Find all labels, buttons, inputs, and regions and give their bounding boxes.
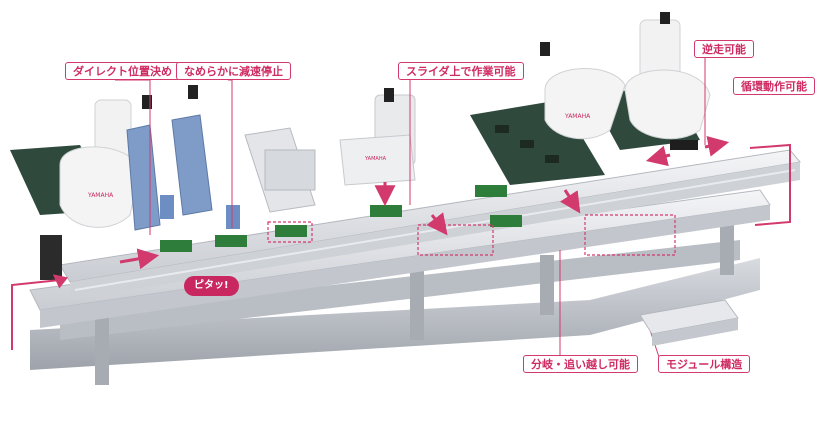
- callout-branch-overtake: 分岐・追い越し可能: [523, 355, 638, 373]
- callout-reverse: 逆走可能: [694, 40, 754, 58]
- robot-brand-left: YAMAHA: [87, 192, 114, 199]
- badge-pitatto: ピタッ!: [184, 276, 239, 296]
- scara-robot-left: YAMAHA: [40, 99, 141, 280]
- highlight-boxes: [267, 214, 676, 256]
- motion-arrows: [119, 135, 730, 270]
- module-closeup: [639, 299, 739, 346]
- center-robot: YAMAHA: [339, 88, 416, 186]
- robot-brand-right1: YAMAHA: [564, 113, 591, 120]
- grey-slide-unit: [244, 127, 316, 213]
- callout-smooth-stop: なめらかに減速停止: [176, 62, 291, 80]
- scara-robots-right: YAMAHA: [540, 12, 711, 140]
- base-frame: [30, 215, 760, 385]
- robot-brand-center: YAMAHA: [364, 156, 387, 162]
- callout-direct-positioning: ダイレクト位置決め: [65, 62, 180, 80]
- circulation-loop-lines: [11, 143, 791, 350]
- callout-work-on-slider: スライダ上で作業可能: [398, 62, 524, 80]
- callout-circulation: 循環動作可能: [733, 77, 815, 95]
- sliders: [160, 140, 698, 252]
- callout-module-structure: モジュール構造: [658, 355, 751, 373]
- blue-actuators: [126, 85, 240, 231]
